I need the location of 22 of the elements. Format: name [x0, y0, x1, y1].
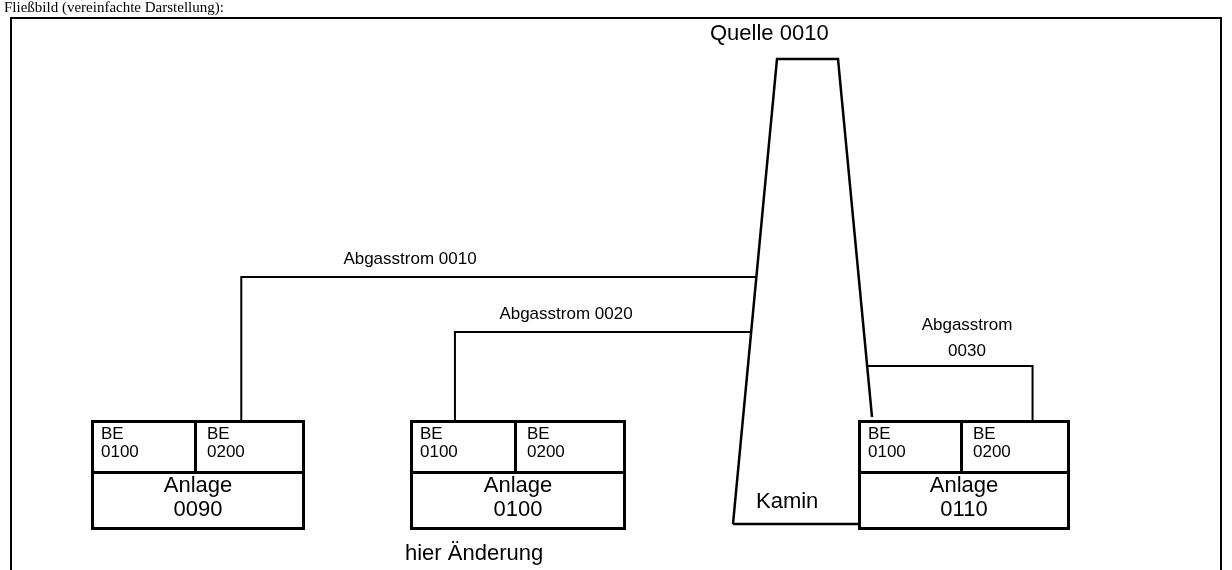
unit-cell: BE 0200 [963, 423, 1070, 474]
unit-cell: BE 0100 [91, 423, 197, 474]
pipe-line [866, 365, 1034, 421]
edge-label: Abgasstrom 0010 [343, 249, 477, 268]
chimney-label: Kamin [756, 488, 819, 514]
edge-label: Abgasstrom 0020 [499, 304, 633, 323]
plant-box [410, 420, 626, 530]
source-heading: Quelle 0010 [710, 20, 829, 46]
unit-cell: BE 0200 [197, 423, 305, 474]
plant-box [91, 420, 305, 530]
unit-cell: BE 0100 [410, 423, 517, 474]
unit-cell: BE 0100 [858, 423, 963, 474]
plant-label: Anlage 0110 [928, 473, 1000, 521]
unit-cell: BE 0200 [517, 423, 626, 474]
pipe-line [240, 276, 758, 421]
plant-box [858, 420, 1070, 530]
diagram-title: Fließbild (vereinfachte Darstellung): [4, 0, 224, 16]
pipe-line [453, 331, 753, 421]
plant-label: Anlage 0100 [482, 473, 554, 521]
edge-label: Abgasstrom 0030 [921, 315, 1013, 360]
plant-label: Anlage 0090 [162, 473, 234, 521]
note-text: hier Änderung [405, 540, 544, 566]
